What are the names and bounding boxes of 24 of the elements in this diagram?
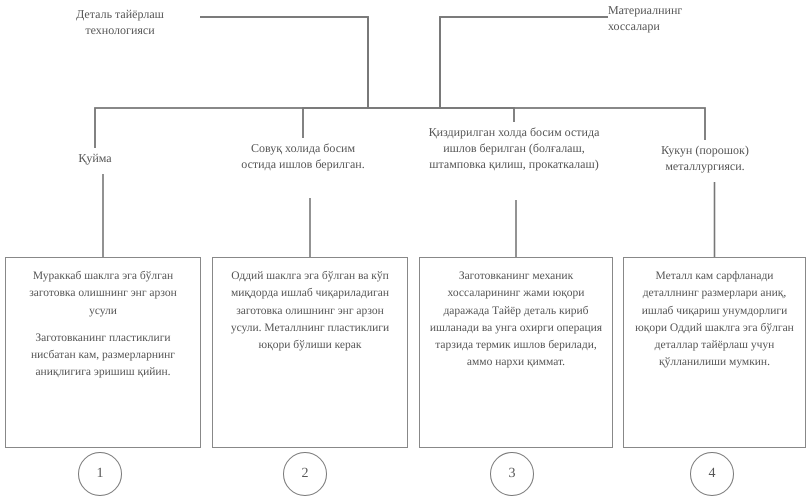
number-circle: 4 — [690, 452, 734, 496]
number-circle: 2 — [283, 452, 327, 496]
description-box — [5, 257, 201, 448]
connector-line — [714, 182, 716, 257]
description-text: Металл кам сарфланади деталлнинг размерлари аниқ, ишлаб чиқариш унумдорлиги юқори Оддий шаклга эга бўлган деталлар тайёрлаш учун қўлланилиши мумкин. — [634, 269, 795, 370]
number-circle: 1 — [78, 452, 122, 496]
description-text: Оддий шаклга эга бўлган ва кўп миқдорда ишлаб чиқариладиган заготовка олишнинг энг арзон усули. Металлнинг пластиклиги юқори бўлиши керак — [230, 269, 390, 353]
connector-line — [439, 16, 706, 140]
description-text: Заготовканинг механик хоссаларининг жами юқори даражада Тайёр деталь кириб ишланади ва унга охирги операция тарзида термик ишлов берилади, аммо нархи қиммат. — [428, 269, 604, 370]
branch-label: Қуйма — [77, 150, 113, 166]
branch-label: Кукун (порошок) металлургияси. — [660, 142, 750, 174]
connector-line — [515, 200, 517, 257]
description-box — [419, 257, 613, 448]
number-circle: 3 — [490, 452, 534, 496]
description-text: Заготовканинг пластиклиги нисбатан кам, размерларнинг аниқлигига эришиш қийин. — [30, 330, 176, 380]
description-box — [623, 257, 806, 448]
branch-label: Қиздирилган холда босим остида ишлов берилган (болғалаш, штамповка қилиш, прокаткалаш) — [428, 124, 600, 173]
description-box — [212, 257, 408, 448]
branch-label: Совуқ холида босим остида ишлов берилган. — [240, 140, 366, 172]
heading-text: Деталь тайёрлаш технологияси — [75, 6, 165, 38]
description-text: Мураккаб шаклга эга бўлган заготовка олишнинг энг арзон усули — [28, 269, 178, 318]
connector-line — [309, 198, 311, 257]
heading-text: Материалнинг хоссалари — [608, 2, 684, 34]
connector-line — [102, 174, 104, 257]
